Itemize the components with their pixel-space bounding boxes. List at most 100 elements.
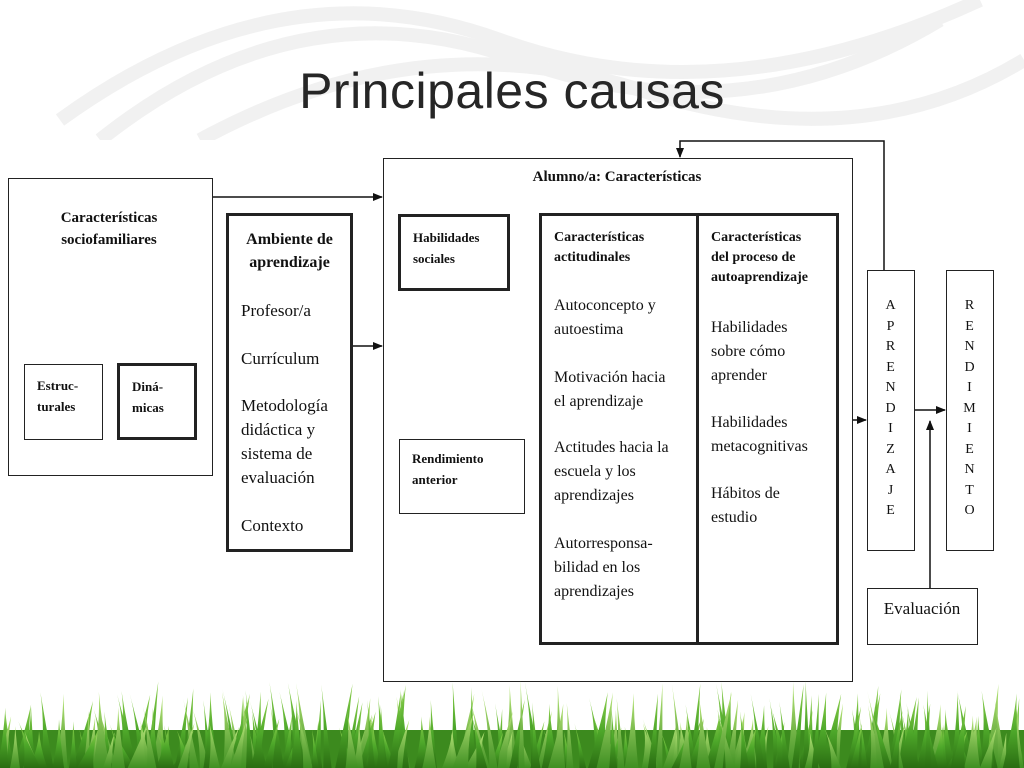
- actitudinales-item-motivacion: Motivación hacia el aprendizaje: [554, 366, 666, 414]
- rendimiento-letter: M: [963, 400, 976, 416]
- dinamicas-box: Diná- micas: [117, 363, 197, 440]
- grass-blade: [191, 705, 210, 768]
- ambiente-title-line2: aprendizaje: [249, 254, 330, 271]
- grass-blade: [117, 694, 139, 768]
- grass-blade: [250, 698, 269, 768]
- grass-blade: [103, 732, 115, 768]
- aprendizaje-letter: D: [885, 400, 896, 416]
- grass-blade: [387, 690, 404, 768]
- grass-blade: [740, 727, 756, 768]
- grass-blade: [500, 731, 513, 768]
- autoaprendizaje-title-line2: del proceso de: [711, 250, 796, 265]
- habilidades-sociales-line2: sociales: [413, 251, 455, 266]
- ambiente-item-contexto: Contexto: [241, 516, 304, 535]
- aprendizaje-letter: E: [886, 503, 895, 518]
- ambiente-item-profesor: Profesor/a: [241, 301, 311, 320]
- autoconcepto-line2: autoestima: [554, 321, 624, 338]
- ambiente-item-metodologia: Metodología didáctica y sistema de evalu…: [241, 394, 328, 490]
- actitudinales-item-actitudes: Actitudes hacia la escuela y los aprendi…: [554, 436, 669, 508]
- rendimiento-letter: N: [964, 339, 975, 354]
- habilidades-sociales-line1: Habilidades: [413, 230, 480, 245]
- grass-blade: [208, 720, 220, 768]
- rendimiento-letter: I: [967, 421, 972, 436]
- actitudinales-title-line1: Características: [554, 230, 645, 245]
- rendimiento-letter: N: [964, 462, 975, 477]
- grass-blade: [76, 729, 99, 768]
- estructurales-line1: Estruc-: [37, 378, 79, 393]
- actitudes-line3: aprendizajes: [554, 487, 634, 504]
- grass-blade: [819, 693, 842, 768]
- grass-blade: [714, 691, 732, 768]
- grass-blade: [951, 705, 966, 768]
- metodologia-line1: Metodología: [241, 396, 328, 415]
- grass-blade: [164, 725, 175, 768]
- actitudinales-item-autoconcepto: Autoconcepto y autoestima: [554, 294, 656, 342]
- grass-blade: [890, 710, 903, 768]
- socio-title-line2: sociofamiliares: [61, 232, 157, 248]
- rendimiento-letter: T: [965, 482, 974, 498]
- grass-blade: [566, 702, 574, 768]
- grass-blade: [671, 729, 678, 768]
- grass-blade: [846, 706, 862, 768]
- grass-blade: [467, 687, 476, 768]
- grass-blade: [850, 723, 862, 768]
- grass-blade: [471, 713, 488, 768]
- grass-blade: [647, 693, 658, 768]
- rendimiento-letter: O: [964, 503, 975, 518]
- grass-blade: [750, 693, 765, 768]
- grass-blade: [859, 718, 868, 768]
- grass-blade: [111, 707, 125, 768]
- autoconcepto-line1: Autoconcepto y: [554, 297, 656, 314]
- aprendizaje-letter: Z: [886, 441, 895, 457]
- grass-blade: [221, 726, 240, 768]
- autoaprendizaje-title-line1: Características: [711, 230, 802, 245]
- hab-aprender-line1: Habilidades: [711, 319, 788, 336]
- grass-blade: [263, 718, 280, 768]
- grass-blade: [249, 700, 267, 768]
- estructurales-line2: turales: [37, 399, 76, 414]
- grass-blade: [367, 700, 375, 768]
- alumno-title: Alumno/a: Características: [532, 169, 702, 185]
- hab-aprender-line3: aprender: [711, 367, 767, 384]
- grass-blade: [139, 724, 147, 768]
- grass-blade: [40, 692, 54, 768]
- grass-blade: [177, 722, 195, 768]
- metodologia-line4: evaluación: [241, 468, 315, 487]
- rendimiento-letter: I: [967, 380, 972, 395]
- grass-blade: [376, 704, 386, 768]
- caracteristicas-divider: [696, 216, 699, 642]
- grass-blade: [52, 719, 65, 768]
- grass-blade: [897, 697, 917, 768]
- aprendizaje-letter: J: [887, 482, 894, 498]
- autorresponsabilidad-line2: bilidad en los: [554, 559, 641, 576]
- grass-blade: [0, 707, 9, 768]
- grass-blade: [616, 698, 625, 768]
- socio-title-line1: Características: [60, 210, 158, 226]
- rendimiento-anterior-line2: anterior: [412, 472, 458, 487]
- actitudinales-title-line2: actitudinales: [554, 250, 631, 265]
- grass-blade: [449, 732, 457, 768]
- grass-blade: [442, 729, 460, 768]
- rendimiento-letter: E: [965, 441, 974, 457]
- grass-blade: [221, 691, 238, 768]
- grass-blade: [704, 714, 722, 768]
- grass-blade: [624, 693, 639, 768]
- grass-blade: [312, 729, 319, 768]
- dinamicas-line2: micas: [132, 400, 164, 415]
- autoaprendizaje-item-metacognitivas: Habilidades metacognitivas: [711, 411, 808, 459]
- grass-blade: [548, 703, 566, 768]
- metacognitivas-line2: metacognitivas: [711, 438, 808, 455]
- motivacion-line1: Motivación hacia: [554, 369, 666, 386]
- grass-blade: [779, 701, 790, 768]
- aprendizaje-letter: N: [885, 380, 896, 395]
- grass-blade: [295, 707, 313, 768]
- grass-blade: [321, 684, 332, 768]
- grass-blade: [452, 711, 474, 768]
- aprendizaje-letter: A: [885, 462, 896, 477]
- ambiente-box: Ambiente de aprendizaje Profesor/a Currí…: [226, 213, 353, 552]
- grass-blade: [156, 725, 172, 768]
- grass-blade: [679, 714, 692, 768]
- motivacion-line2: el aprendizaje: [554, 393, 644, 410]
- grass-blade: [824, 727, 841, 768]
- aprendizaje-box: A P R E N D I Z A J E: [867, 270, 915, 551]
